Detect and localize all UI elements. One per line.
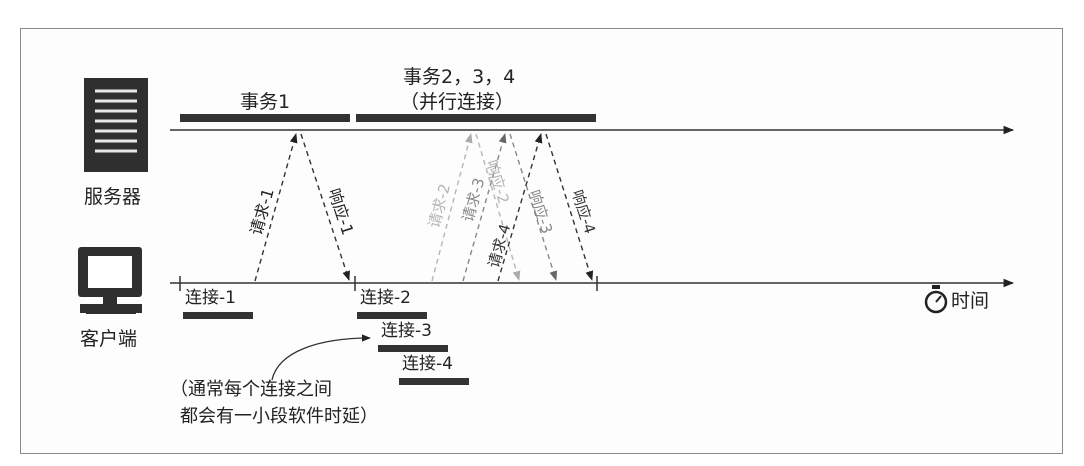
response2-arrow	[475, 133, 521, 281]
connection4-bar	[399, 378, 469, 385]
client-computer-icon	[78, 247, 142, 314]
response1-arrow	[300, 133, 350, 281]
request2-label: 请求-2	[425, 182, 454, 230]
time-label: 时间	[951, 290, 990, 312]
connection2-bar	[357, 312, 427, 319]
request4-arrow	[497, 133, 543, 282]
diagram-frame	[20, 28, 1063, 454]
transaction1-bar	[180, 114, 350, 122]
connection2-label: 连接-2	[360, 288, 411, 308]
stopwatch-icon	[924, 285, 948, 314]
note-pointer-arrow	[271, 334, 371, 381]
request2-arrow	[431, 133, 473, 282]
request1-label: 请求-1	[246, 186, 277, 237]
request3-arrow	[462, 133, 507, 282]
transaction1-label: 事务1	[240, 91, 291, 113]
connection1-bar	[183, 312, 253, 319]
client-label: 客户端	[80, 328, 138, 350]
request1-arrow	[254, 133, 298, 282]
transactions234-label: 事务2，3，4	[403, 66, 516, 88]
server-icon	[84, 78, 148, 172]
note-line2: 都会有一小段软件时延）	[180, 406, 378, 427]
response4-arrow	[545, 133, 594, 281]
connection3-label: 连接-3	[381, 321, 432, 341]
request4-label: 请求-4	[485, 222, 515, 270]
transactions234-bar	[356, 114, 596, 122]
connection4-label: 连接-4	[402, 354, 453, 374]
server-label: 服务器	[84, 186, 142, 208]
response3-arrow	[509, 133, 558, 281]
connection3-bar	[378, 345, 448, 352]
parallel-label: （并行连接）	[400, 91, 515, 113]
request3-label: 请求-3	[459, 176, 489, 224]
response4-label: 响应-4	[568, 188, 599, 236]
note-line1: （通常每个连接之间	[170, 379, 332, 400]
response3-label: 响应-3	[525, 188, 556, 236]
response1-label: 响应-1	[325, 186, 358, 237]
connection1-label: 连接-1	[185, 288, 236, 308]
